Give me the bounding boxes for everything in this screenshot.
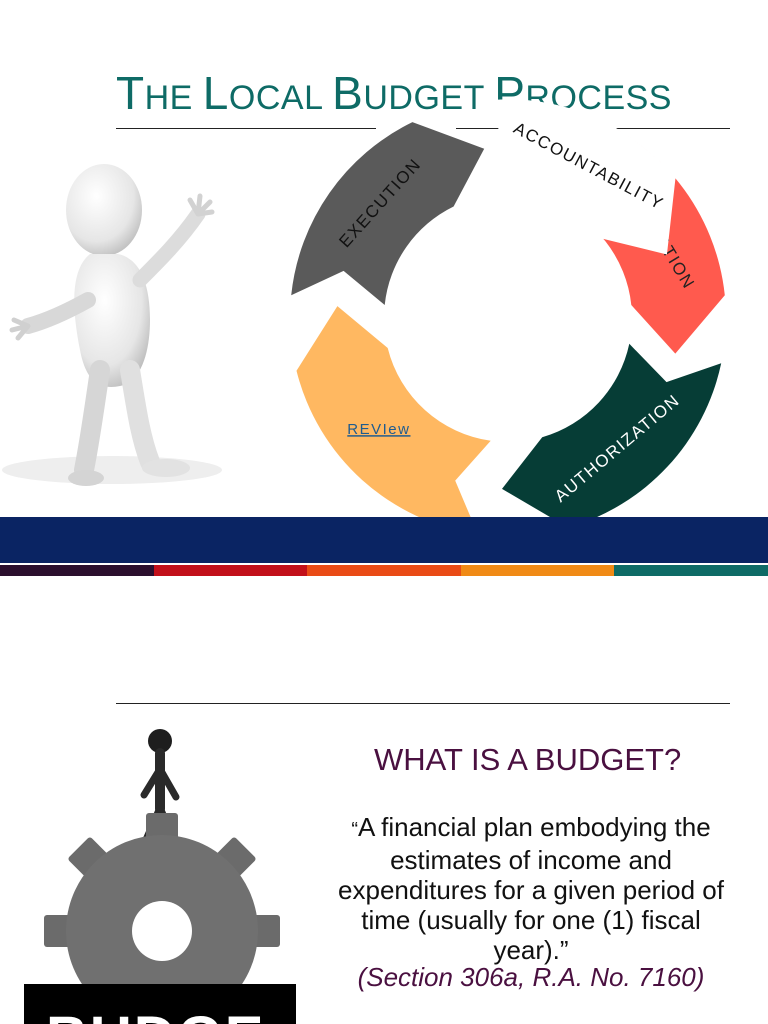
cycle-arrow-authorization	[502, 343, 722, 528]
stripe-3	[307, 565, 461, 576]
question-heading: WHAT IS A BUDGET?	[374, 742, 682, 777]
legal-citation: (Section 306a, R.A. No. 7160)	[357, 962, 705, 992]
title-cap-3: B	[332, 67, 364, 119]
stripe-2	[153, 565, 308, 576]
title-underline-left	[116, 128, 376, 129]
cycle-arrow-execution	[291, 122, 485, 305]
navy-footer-band	[0, 517, 768, 563]
slide-what-is-a-budget: BUDGE WHAT IS A BUDGET? “A financial pla…	[0, 576, 768, 1024]
cycle-arrow-review	[296, 306, 491, 534]
cycle-label-review: REVIew	[347, 421, 410, 438]
budget-logo-banner: BUDGE	[24, 984, 296, 1024]
stripe-5	[614, 565, 768, 576]
stripe-4	[460, 565, 615, 576]
presenter-figure-icon	[2, 164, 222, 486]
budget-definition: “A financial plan embodying the estimate…	[332, 812, 730, 965]
color-stripes	[0, 565, 768, 576]
title-word-1: HE	[144, 79, 203, 117]
slide2-top-rule	[116, 703, 730, 704]
title-cap-2: L	[202, 67, 229, 119]
cycle-arrow-accountability	[476, 99, 676, 255]
gear-and-figure-icon	[44, 729, 280, 991]
slide-local-budget-process: THE LOCAL BUDGET PROCESS PREPARATIONAUTH…	[0, 67, 768, 576]
stripe-1	[0, 565, 154, 576]
budget-cycle-diagram: PREPARATIONAUTHORIZATIONREVIewEXECUTIONA…	[291, 99, 725, 534]
title-cap-1: T	[116, 67, 145, 119]
definition-text: A financial plan embodying the estimates…	[338, 812, 724, 965]
open-quote: “	[351, 819, 358, 841]
title-word-2: OCAL	[228, 79, 333, 117]
title-word-3: UDGET	[363, 79, 495, 117]
budget-logo-text: BUDGE	[46, 1004, 265, 1024]
